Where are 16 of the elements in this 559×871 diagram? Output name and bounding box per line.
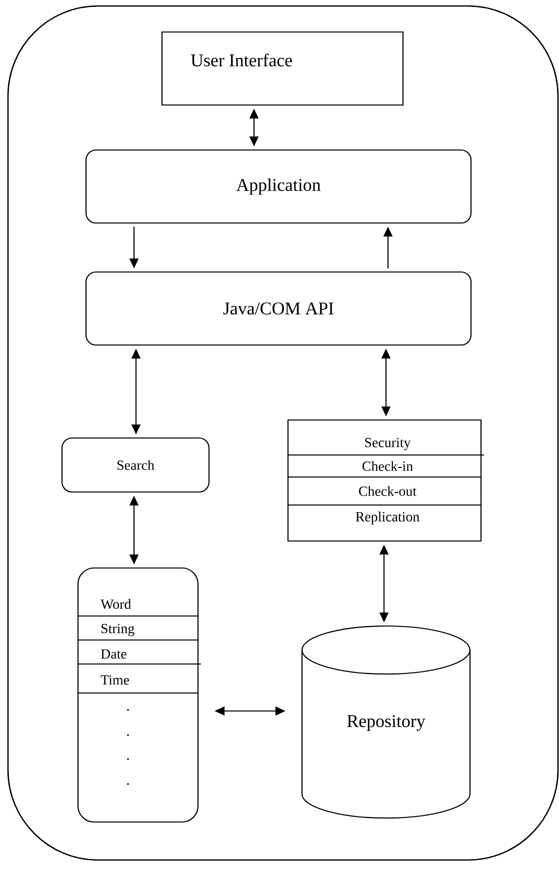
process-box: User Interface xyxy=(161,31,404,106)
list-item: Time xyxy=(100,675,130,685)
database-cylinder: Repository xyxy=(301,625,471,819)
table-row-label: Check-in xyxy=(362,461,413,471)
process-box: Application xyxy=(85,149,472,224)
list-item: Word xyxy=(100,599,132,609)
node-label: Repository xyxy=(347,715,426,731)
list-item: Date xyxy=(100,649,126,659)
process-box: Java/COM API xyxy=(85,271,472,346)
table-row-label: Security xyxy=(365,438,411,450)
table-row-label: Check-out xyxy=(359,486,416,496)
list-item: String xyxy=(101,624,134,636)
feature-table xyxy=(287,419,484,542)
table-row-label: Replication xyxy=(356,512,420,524)
process-box: Search xyxy=(61,437,210,493)
index-list xyxy=(77,567,202,823)
